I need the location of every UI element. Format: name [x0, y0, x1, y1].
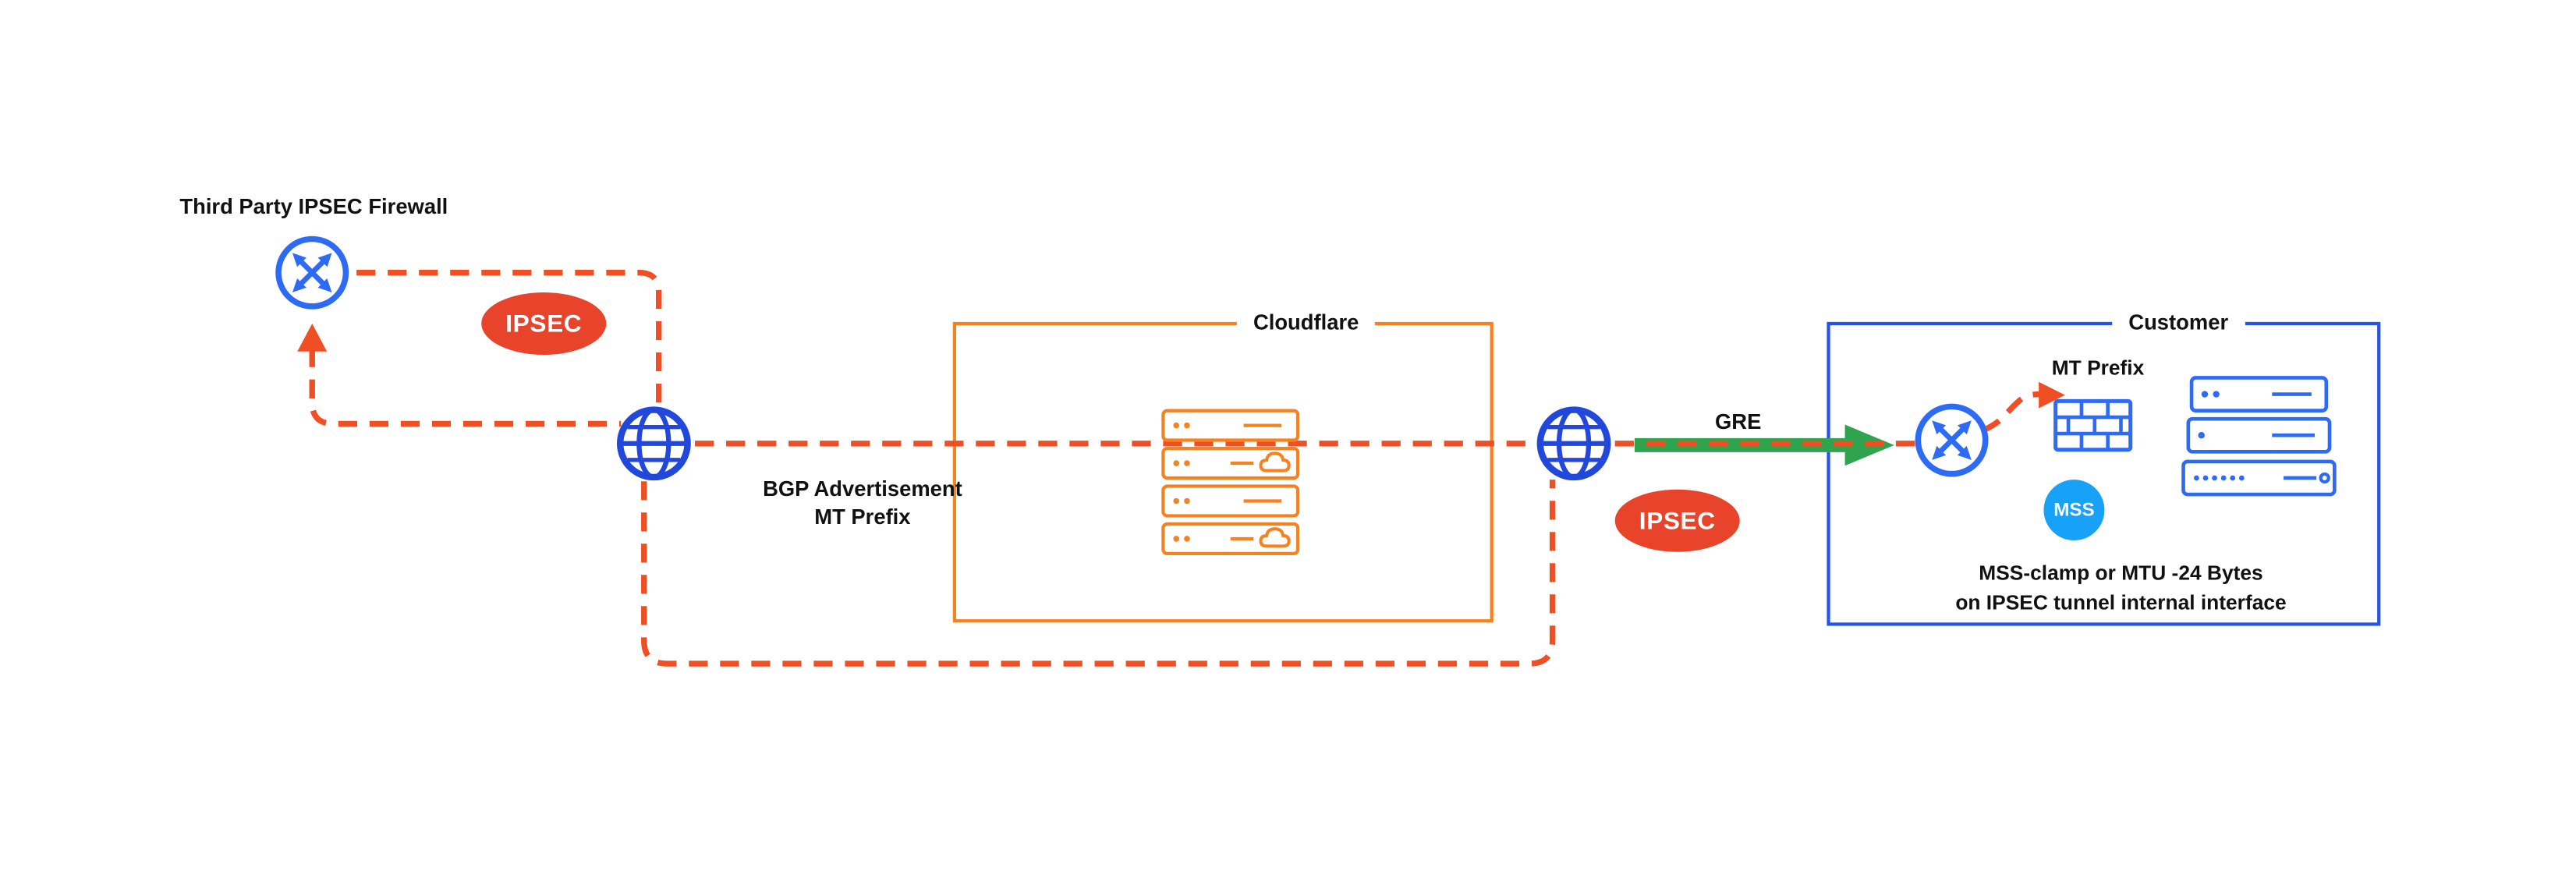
firewall-icon	[2053, 398, 2133, 452]
mt-prefix-dash	[1982, 391, 2041, 434]
mss-badge: MSS	[2043, 480, 2105, 541]
cloudflare-server-cloud-icon	[1161, 446, 1300, 480]
customer-box	[1827, 321, 2381, 626]
ipsec-tunnel-dash-top	[356, 269, 662, 405]
customer-server-icon	[2186, 416, 2332, 454]
bgp-advertisement-label: BGP Advertisement MT Prefix	[763, 475, 962, 531]
cloud-icon	[1259, 527, 1291, 548]
up-arrow-icon	[297, 323, 328, 352]
right-arrow-icon	[2039, 381, 2065, 409]
gre-label: GRE	[1715, 409, 1762, 434]
mss-note-line2: on IPSEC tunnel internal interface	[1955, 590, 2287, 614]
mt-prefix-label: MT Prefix	[2051, 356, 2145, 380]
ipsec-tunnel-dash-loop	[641, 480, 1556, 667]
ipsec-tunnel-dash-firewall	[309, 348, 622, 427]
bgp-advertisement-line2: MT Prefix	[814, 504, 911, 529]
ipsec-badge-left: IPSEC	[481, 292, 607, 356]
mss-note: MSS-clamp or MTU -24 Bytes on IPSEC tunn…	[1955, 560, 2286, 618]
customer-box-label: Customer	[2112, 310, 2245, 335]
third-party-firewall-label: Third Party IPSEC Firewall	[179, 193, 448, 219]
globe-icon-right	[1536, 406, 1611, 481]
mss-note-line1: MSS-clamp or MTU -24 Bytes	[1979, 561, 2263, 585]
customer-server-icon	[2181, 459, 2337, 497]
cloudflare-server-icon	[1161, 409, 1300, 442]
customer-server-icon	[2189, 376, 2329, 412]
cloudflare-server-cloud-icon	[1161, 522, 1300, 555]
cloud-icon	[1259, 451, 1291, 473]
bgp-advertisement-line1: BGP Advertisement	[763, 476, 962, 501]
globe-icon-left	[616, 406, 691, 481]
cloudflare-box	[952, 321, 1494, 623]
customer-router-icon	[1915, 403, 1989, 477]
router-icon	[275, 235, 349, 310]
ipsec-badge-right: IPSEC	[1614, 489, 1740, 552]
cloudflare-server-icon	[1161, 484, 1300, 518]
cloudflare-box-label: Cloudflare	[1236, 310, 1376, 335]
